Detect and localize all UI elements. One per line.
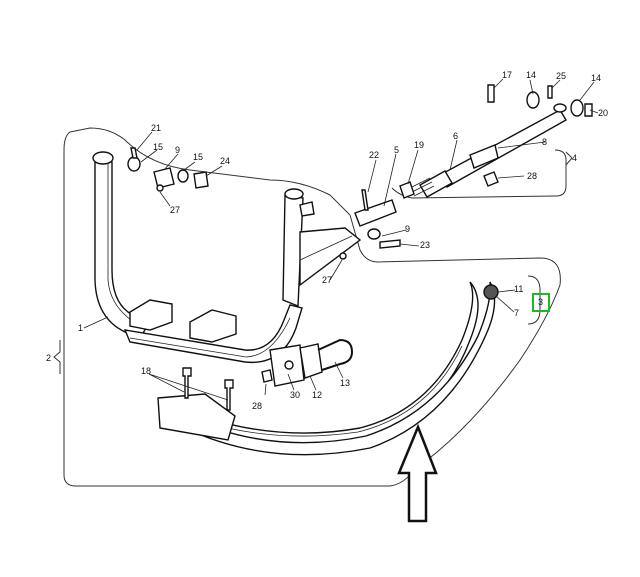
callout-20: 20 bbox=[598, 108, 608, 118]
bracket-2 bbox=[53, 340, 61, 374]
callout-24: 24 bbox=[220, 156, 230, 166]
pin-25 bbox=[547, 85, 553, 99]
callout-4: 4 bbox=[572, 153, 577, 163]
callout-18: 18 bbox=[141, 366, 151, 376]
nut-28-bottom bbox=[261, 369, 273, 383]
callout-6: 6 bbox=[453, 131, 458, 141]
callout-17: 17 bbox=[502, 70, 512, 80]
callout-28-bottom: 28 bbox=[252, 401, 262, 411]
bushing-9-right bbox=[367, 228, 381, 240]
callout-14-left: 14 bbox=[526, 70, 536, 80]
nut-27-left bbox=[156, 184, 164, 192]
bolt-18a bbox=[182, 367, 192, 399]
nut-19 bbox=[399, 181, 415, 199]
callout-14-right: 14 bbox=[591, 73, 601, 83]
callout-5: 5 bbox=[394, 145, 399, 155]
pin-20 bbox=[584, 103, 593, 117]
callout-15-right: 15 bbox=[193, 152, 203, 162]
assembly-outline bbox=[63, 127, 561, 487]
callout-28-right: 28 bbox=[527, 171, 537, 181]
callout-9-right: 9 bbox=[405, 224, 410, 234]
bushing-9-left bbox=[153, 167, 175, 189]
pin-17 bbox=[487, 84, 495, 103]
bracket-4 bbox=[391, 149, 573, 199]
bolt-18b bbox=[224, 379, 234, 411]
callout-30: 30 bbox=[290, 390, 300, 400]
callout-23: 23 bbox=[420, 240, 430, 250]
callout-2: 2 bbox=[46, 353, 51, 363]
callout-27-left: 27 bbox=[170, 205, 180, 215]
callout-3: 3 bbox=[538, 297, 543, 307]
callout-1: 1 bbox=[78, 323, 83, 333]
bracket-5 bbox=[354, 199, 397, 227]
bolt-23 bbox=[379, 239, 401, 249]
nut-28-right bbox=[483, 171, 499, 187]
callout-25: 25 bbox=[556, 71, 566, 81]
u-bolt-13 bbox=[317, 338, 354, 371]
pin-21 bbox=[130, 147, 138, 159]
callout-22: 22 bbox=[369, 150, 379, 160]
pin-22 bbox=[361, 189, 369, 211]
callout-21: 21 bbox=[151, 123, 161, 133]
washer-15b bbox=[177, 169, 189, 183]
leader-lines bbox=[83, 78, 599, 401]
callout-19: 19 bbox=[414, 140, 424, 150]
ball-11 bbox=[483, 284, 499, 300]
pin-24 bbox=[193, 171, 209, 189]
up-arrow-icon bbox=[397, 423, 438, 523]
nut-27-right bbox=[339, 252, 347, 260]
washer-14b bbox=[570, 99, 584, 117]
callout-15-left: 15 bbox=[153, 142, 163, 152]
washer-15a bbox=[127, 156, 141, 172]
callout-7: 7 bbox=[514, 308, 519, 318]
washer-14a bbox=[526, 91, 540, 109]
callout-9-left: 9 bbox=[175, 145, 180, 155]
hitch-plate bbox=[157, 393, 236, 441]
callout-12: 12 bbox=[312, 390, 322, 400]
callout-3-highlight bbox=[532, 293, 550, 312]
callout-8: 8 bbox=[542, 137, 547, 147]
telescopic-link bbox=[409, 103, 567, 198]
main-frame bbox=[92, 151, 362, 387]
callout-13: 13 bbox=[340, 378, 350, 388]
callout-11: 11 bbox=[514, 284, 523, 294]
callout-27-right: 27 bbox=[322, 275, 332, 285]
bracket-3 bbox=[527, 275, 541, 325]
